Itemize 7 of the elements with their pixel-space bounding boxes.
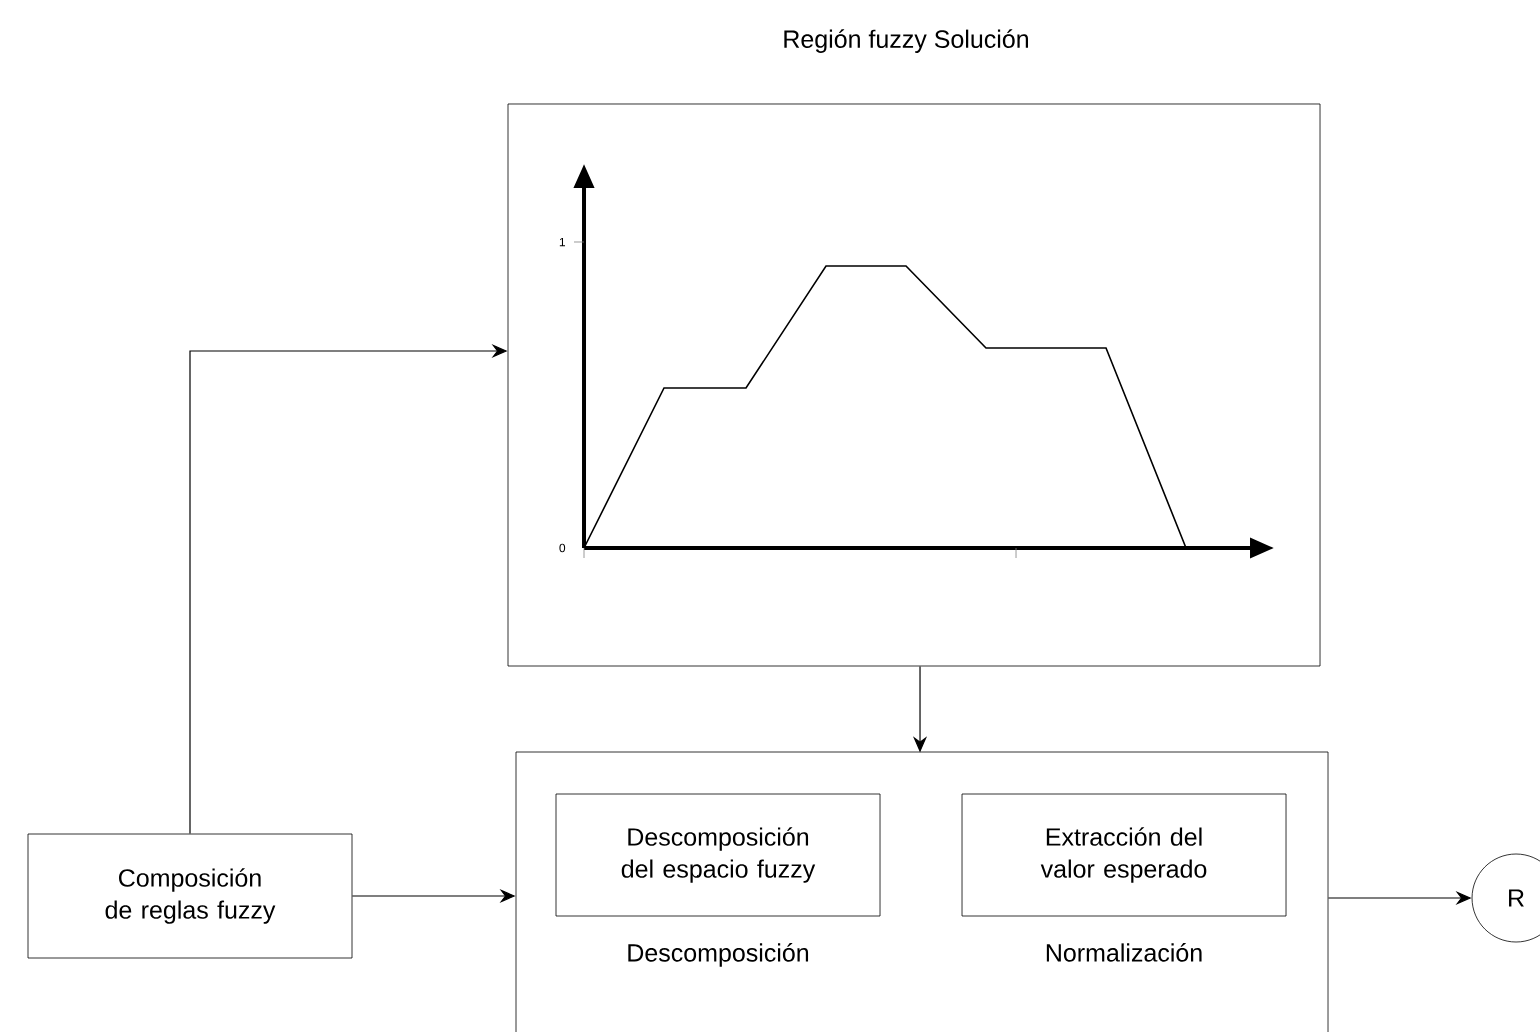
process-box: Extracción del valor esperado <box>961 793 1287 917</box>
process-box: Descomposición del espacio fuzzy <box>555 793 881 917</box>
process-box <box>515 751 1329 1032</box>
node-label: Región fuzzy Solución <box>784 29 1028 53</box>
process-box: Composición de reglas fuzzy <box>27 833 353 959</box>
node-label: Descomposición <box>628 943 809 967</box>
node-label: Normalización <box>1046 943 1202 962</box>
